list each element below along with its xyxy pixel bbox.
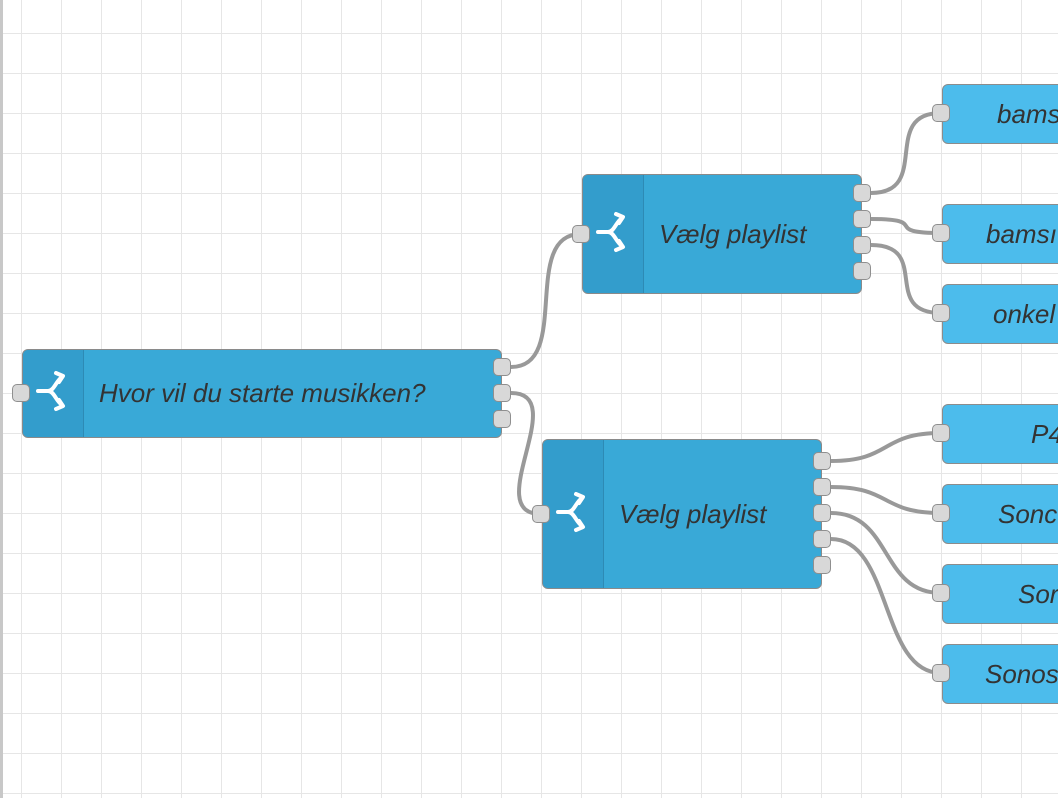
playlist-switch-1-output-port-2[interactable] xyxy=(853,210,871,228)
playlist-switch-1-label: Vælg playlist xyxy=(659,218,807,249)
output-node-5-input-port[interactable] xyxy=(932,504,950,522)
output-node-4-label: P4 xyxy=(1031,418,1058,449)
output-node-1-input-port[interactable] xyxy=(932,104,950,122)
output-node-7-label: Sonos xyxy=(985,658,1058,689)
playlist-switch-2-label: Vælg playlist xyxy=(619,498,767,529)
wire-playlist1-to-output3[interactable] xyxy=(870,243,942,315)
workspace-left-border xyxy=(0,0,3,798)
main-switch-output-port-1[interactable] xyxy=(493,358,511,376)
switch-icon xyxy=(36,369,70,418)
output-node-6[interactable]: Sor xyxy=(942,564,1058,624)
playlist-switch-2-output-port-3[interactable] xyxy=(813,504,831,522)
playlist-switch-node-1[interactable]: Vælg playlist xyxy=(582,174,862,294)
playlist-switch-1-output-port-3[interactable] xyxy=(853,236,871,254)
output-node-2-label: bamsı xyxy=(986,218,1057,249)
main-switch-output-port-3[interactable] xyxy=(493,410,511,428)
wire-playlist2-to-output5[interactable] xyxy=(830,485,942,515)
wire-main-to-playlist1[interactable] xyxy=(510,232,582,369)
playlist-switch-2-input-port[interactable] xyxy=(532,505,550,523)
main-switch-input-port[interactable] xyxy=(12,384,30,402)
main-switch-node[interactable]: Hvor vil du starte musikken? xyxy=(22,349,502,438)
output-node-2[interactable]: bamsı xyxy=(942,204,1058,264)
main-switch-icon-area xyxy=(23,350,84,437)
output-node-1[interactable]: bams xyxy=(942,84,1058,144)
playlist-switch-1-output-port-4[interactable] xyxy=(853,262,871,280)
wire-main-to-playlist2[interactable] xyxy=(510,391,542,516)
playlist-switch-2-output-port-1[interactable] xyxy=(813,452,831,470)
playlist-switch-2-output-port-5[interactable] xyxy=(813,556,831,574)
playlist-switch-2-output-port-2[interactable] xyxy=(813,478,831,496)
output-node-3-label: onkel xyxy=(993,298,1056,329)
output-node-2-input-port[interactable] xyxy=(932,224,950,242)
output-node-5[interactable]: Sonc xyxy=(942,484,1058,544)
playlist-switch-2-output-port-4[interactable] xyxy=(813,530,831,548)
output-node-6-input-port[interactable] xyxy=(932,584,950,602)
output-node-6-label: Sor xyxy=(1018,578,1058,609)
output-node-4[interactable]: P4 xyxy=(942,404,1058,464)
output-node-1-label: bams xyxy=(997,98,1058,129)
output-node-4-input-port[interactable] xyxy=(932,424,950,442)
main-switch-output-port-2[interactable] xyxy=(493,384,511,402)
switch-icon xyxy=(556,490,590,539)
playlist-switch-1-input-port[interactable] xyxy=(572,225,590,243)
output-node-7[interactable]: Sonos xyxy=(942,644,1058,704)
wire-playlist2-to-output7[interactable] xyxy=(830,537,942,675)
output-node-7-input-port[interactable] xyxy=(932,664,950,682)
wire-playlist2-to-output6[interactable] xyxy=(830,511,942,595)
output-node-3[interactable]: onkel xyxy=(942,284,1058,344)
output-node-5-label: Sonc xyxy=(998,498,1058,529)
wire-playlist2-to-output4[interactable] xyxy=(830,431,942,463)
wire-playlist1-to-output2[interactable] xyxy=(870,217,942,235)
playlist-switch-2-icon-area xyxy=(543,440,604,588)
playlist-switch-node-2[interactable]: Vælg playlist xyxy=(542,439,822,589)
switch-icon xyxy=(596,210,630,259)
playlist-switch-1-output-port-1[interactable] xyxy=(853,184,871,202)
output-node-3-input-port[interactable] xyxy=(932,304,950,322)
wire-playlist1-to-output1[interactable] xyxy=(870,111,942,195)
main-switch-label: Hvor vil du starte musikken? xyxy=(99,378,426,408)
playlist-switch-1-icon-area xyxy=(583,175,644,293)
